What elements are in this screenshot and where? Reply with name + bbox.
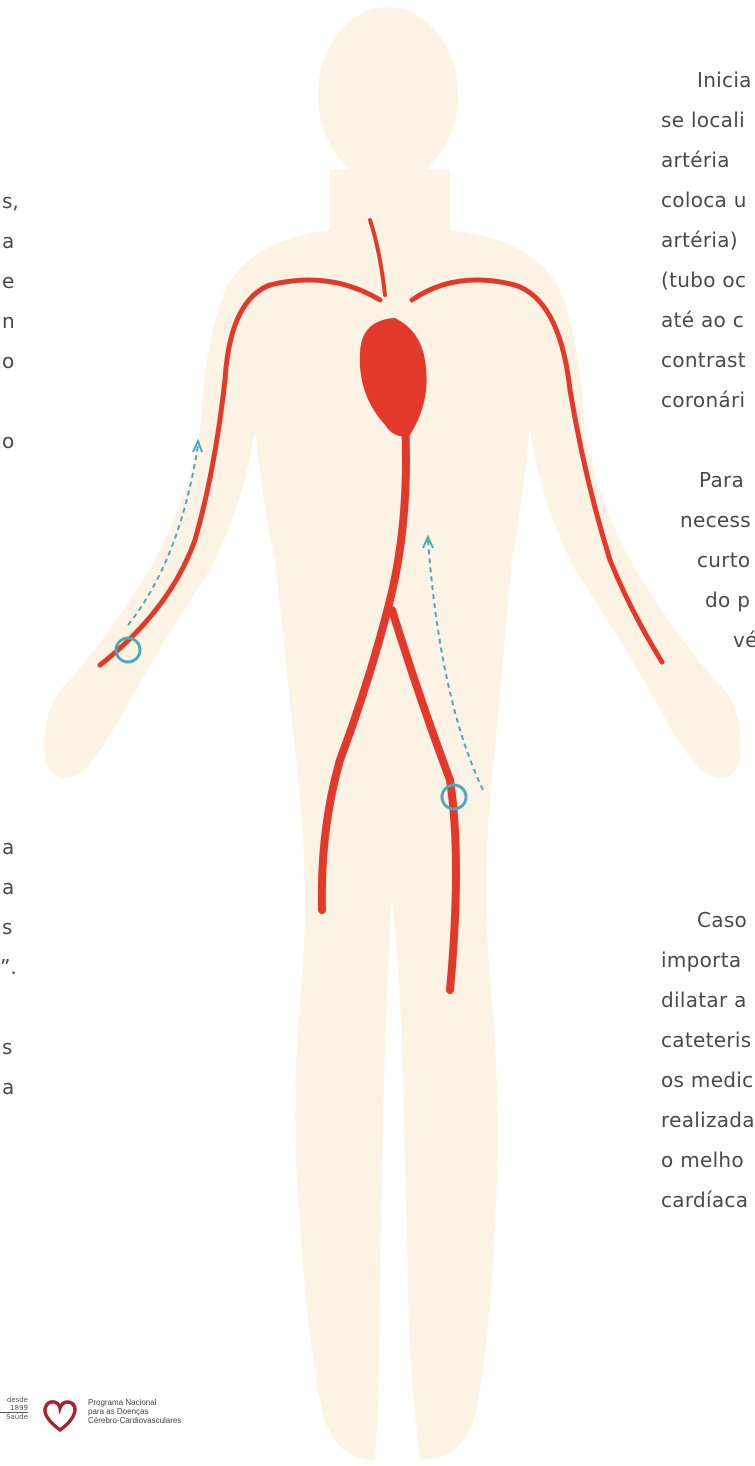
program-line1: Programa Nacional (88, 1398, 181, 1407)
text-line: os medic (661, 1065, 753, 1095)
text-line: o melho (661, 1145, 744, 1175)
text-fragment: e (2, 266, 14, 296)
text-fragment: s (2, 912, 12, 942)
text-line: coloca u (661, 185, 747, 215)
text-line: importa (661, 945, 741, 975)
text-fragment: o (2, 346, 14, 376)
sns-logo: desde 1899 Saúde (0, 1396, 28, 1421)
text-line: necess (680, 505, 751, 535)
heart-outline-icon (40, 1398, 80, 1434)
text-line: do p (705, 585, 750, 615)
sns-year: 1899 (0, 1404, 28, 1413)
text-fragment: a (2, 226, 14, 256)
text-fragment: s, (2, 186, 19, 216)
text-fragment: o (2, 426, 14, 456)
text-line: dilatar a (661, 985, 747, 1015)
footer-logos: desde 1899 Saúde Programa Nacional para … (0, 1396, 240, 1440)
text-line: curto (697, 545, 750, 575)
program-line2: para as Doenças (88, 1407, 181, 1416)
program-line3: Cérebro-Cardiovasculares (88, 1416, 181, 1425)
sns-line3: Saúde (6, 1413, 28, 1421)
text-fragment: a (2, 832, 14, 862)
text-line: artéria (661, 145, 730, 175)
program-logo-text: Programa Nacional para as Doenças Cérebr… (88, 1398, 181, 1425)
text-line: cateteris (661, 1025, 751, 1055)
text-line: até ao c (661, 305, 744, 335)
text-line: se locali (661, 105, 745, 135)
text-line: (tubo oc (661, 265, 746, 295)
text-line: Caso (697, 905, 747, 935)
text-fragment: a (2, 1072, 14, 1102)
text-fragment: n (2, 306, 15, 336)
text-line: contrast (661, 345, 746, 375)
text-line: realizada (661, 1105, 755, 1135)
sns-line1: desde (7, 1396, 28, 1404)
text-line: coronári (661, 385, 745, 415)
text-line: Para (699, 465, 744, 495)
text-line: cardíaca (661, 1185, 748, 1215)
text-fragment: s (2, 1032, 12, 1062)
text-fragment: ”. (0, 952, 17, 982)
text-line: Inicia (697, 65, 752, 95)
body-silhouette (44, 7, 741, 1460)
text-line: vé (733, 625, 755, 655)
text-line: artéria) (661, 225, 738, 255)
text-fragment: a (2, 872, 14, 902)
